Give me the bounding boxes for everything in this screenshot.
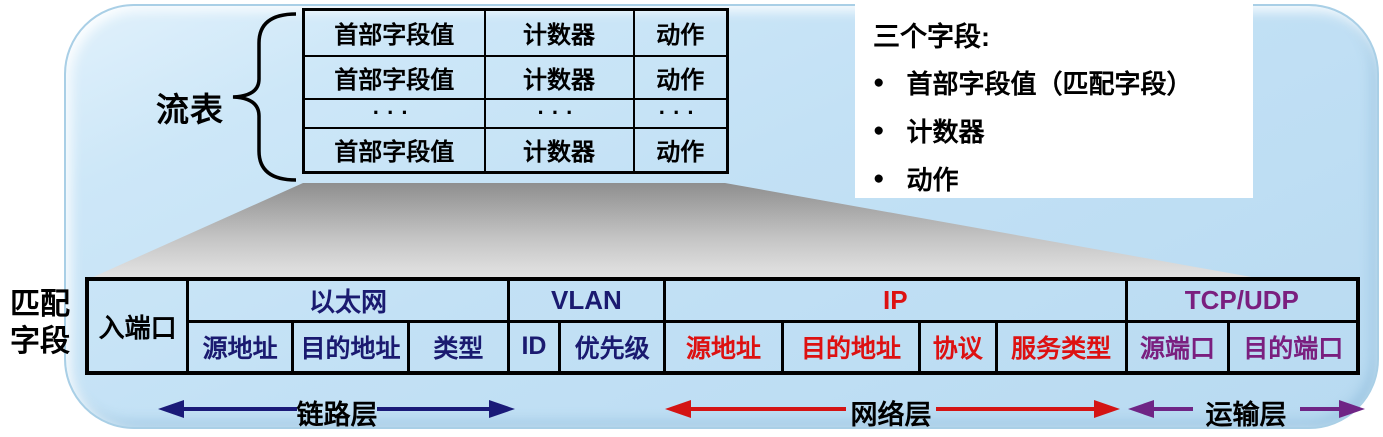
bullet-icon: ● bbox=[873, 71, 885, 93]
bullet-icon: ● bbox=[873, 167, 885, 189]
field-cell: 源地址 bbox=[186, 319, 295, 375]
table-row: 首部字段值 计数器 动作 bbox=[302, 126, 729, 174]
flow-cell-ellipsis: ··· bbox=[302, 97, 486, 129]
match-fields-label: 匹配字段 bbox=[10, 288, 70, 358]
group-header-ethernet: 以太网 bbox=[186, 277, 510, 323]
curly-brace-icon bbox=[232, 12, 297, 182]
field-cell: 类型 bbox=[407, 319, 510, 375]
flow-cell: 计数器 bbox=[483, 8, 635, 57]
bullet-icon: ● bbox=[873, 119, 885, 141]
flow-cell: 首部字段值 bbox=[302, 126, 486, 174]
network-layer-arrow bbox=[665, 400, 1120, 418]
match-fields-table: 入端口 以太网 VLAN IP TCP/UDP 源地址 目的地址 类型 ID 优… bbox=[85, 277, 1360, 375]
flow-cell: 首部字段值 bbox=[302, 54, 486, 100]
group-header-vlan: VLAN bbox=[506, 277, 667, 323]
link-layer-label: 链路层 bbox=[296, 400, 378, 430]
table-row: 源地址 目的地址 类型 ID 优先级 源地址 目的地址 协议 服务类型 源端口 … bbox=[87, 319, 1360, 375]
flow-cell-ellipsis: ··· bbox=[632, 97, 729, 129]
flow-cell: 动作 bbox=[632, 126, 729, 174]
flow-cell: 计数器 bbox=[483, 126, 635, 174]
field-cell: 目的地址 bbox=[780, 319, 921, 375]
flow-table-label: 流表 bbox=[156, 91, 224, 128]
list-item: ● 计数器 bbox=[873, 112, 1253, 149]
info-bullet-text: 计数器 bbox=[906, 117, 985, 147]
flow-cell: 动作 bbox=[632, 8, 729, 57]
field-cell: 目的地址 bbox=[291, 319, 410, 375]
info-bullet-text: 动作 bbox=[906, 165, 959, 195]
funnel-shape bbox=[91, 183, 1257, 278]
field-cell: 服务类型 bbox=[994, 319, 1128, 375]
group-header-ip: IP bbox=[663, 277, 1128, 323]
table-row: 入端口 以太网 VLAN IP TCP/UDP bbox=[85, 277, 1360, 375]
group-header-tcpudp: TCP/UDP bbox=[1124, 277, 1360, 323]
flow-table: 首部字段值 计数器 动作 首部字段值 计数器 动作 ··· ··· ··· 首部… bbox=[302, 8, 729, 174]
flow-cell: 动作 bbox=[632, 54, 729, 100]
table-row: ··· ··· ··· bbox=[302, 97, 729, 129]
transport-layer-label: 运输层 bbox=[1205, 400, 1287, 430]
field-cell: 优先级 bbox=[558, 319, 666, 375]
list-item: ● 首部字段值（匹配字段） bbox=[873, 64, 1253, 101]
info-box: 三个字段: ● 首部字段值（匹配字段） ● 计数器 ● 动作 bbox=[855, 3, 1253, 198]
field-cell: 源地址 bbox=[663, 319, 784, 375]
transport-layer-arrow bbox=[1128, 400, 1365, 418]
flow-cell: 计数器 bbox=[483, 54, 635, 100]
table-row: 首部字段值 计数器 动作 bbox=[302, 8, 729, 57]
field-cell: 目的端口 bbox=[1227, 319, 1360, 375]
field-cell: 协议 bbox=[917, 319, 998, 375]
flow-cell: 首部字段值 bbox=[302, 8, 486, 57]
network-layer-label: 网络层 bbox=[850, 400, 932, 430]
table-row: 首部字段值 计数器 动作 bbox=[302, 54, 729, 100]
ingress-port-cell: 入端口 bbox=[85, 277, 190, 375]
list-item: ● 动作 bbox=[873, 160, 1253, 197]
info-bullet-text: 首部字段值（匹配字段） bbox=[906, 69, 1193, 99]
field-cell: 源端口 bbox=[1124, 319, 1231, 375]
link-layer-arrow bbox=[158, 400, 515, 418]
flow-cell-ellipsis: ··· bbox=[483, 97, 635, 129]
info-box-title: 三个字段: bbox=[873, 22, 990, 52]
field-cell: ID bbox=[506, 319, 562, 375]
